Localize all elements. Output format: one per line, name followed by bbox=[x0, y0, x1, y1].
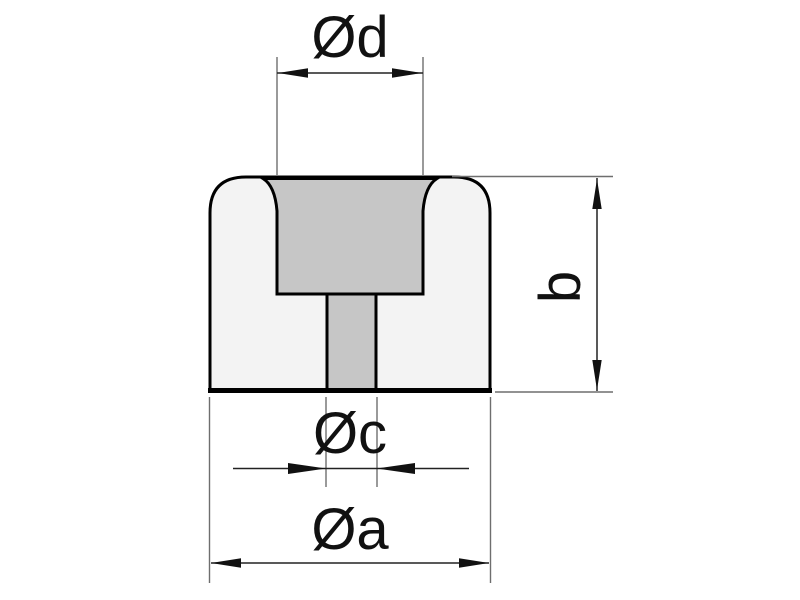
insert-stem bbox=[325, 292, 378, 393]
dimension-b: b bbox=[452, 175, 613, 393]
dim-b-arrow-bottom-icon bbox=[592, 360, 602, 390]
dim-d-label: Ød bbox=[311, 5, 388, 70]
dimension-a: Øa bbox=[208, 397, 492, 583]
dimension-d: Ød bbox=[276, 5, 424, 175]
dim-a-arrow-left-icon bbox=[211, 558, 241, 568]
dim-b-arrow-top-icon bbox=[592, 179, 602, 209]
insert-funnel bbox=[257, 177, 443, 296]
dim-d-arrow-left-icon bbox=[278, 68, 308, 78]
dim-c-arrow-left-icon bbox=[288, 463, 326, 474]
dim-d-arrow-right-icon bbox=[392, 68, 422, 78]
dim-c-arrow-right-icon bbox=[377, 463, 415, 474]
dim-a-label: Øa bbox=[311, 497, 389, 562]
dim-a-arrow-right-icon bbox=[459, 558, 489, 568]
dim-c-label: Øc bbox=[313, 401, 387, 466]
dimension-c: Øc bbox=[233, 397, 469, 487]
dim-b-label: b bbox=[528, 271, 593, 303]
